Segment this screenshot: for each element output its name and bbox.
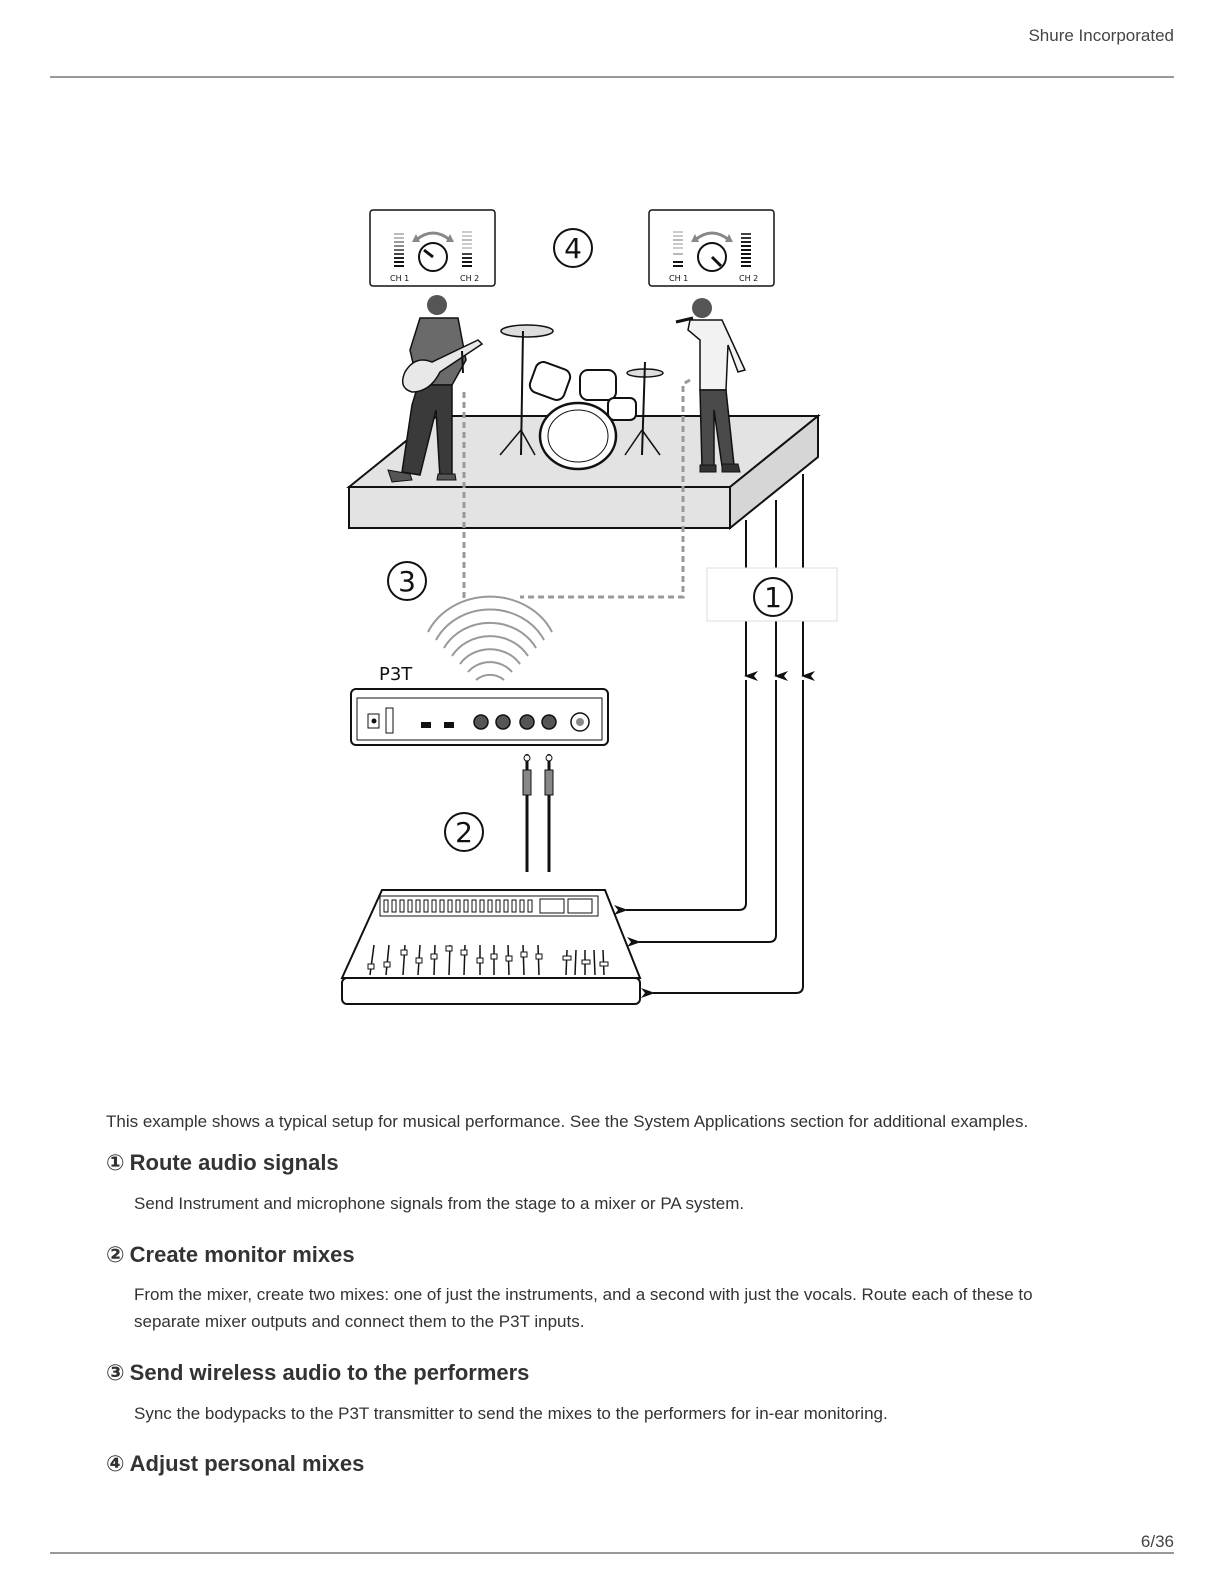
level-meter-icon (394, 233, 404, 267)
callout-2: 2 (444, 812, 484, 852)
p3t-transmitter (350, 688, 609, 746)
channel-label-ch1: CH 1 (669, 274, 688, 283)
bodypack-panel-right: CH 1 CH 2 (648, 209, 775, 287)
step-number: ③ (106, 1360, 125, 1385)
svg-text:3: 3 (398, 565, 416, 598)
bodypack-knob-icon (412, 231, 454, 272)
setup-diagram: CH 1 CH 2 (340, 209, 838, 1005)
callout-3: 3 (387, 561, 427, 601)
bodypack-panel-left: CH 1 CH 2 (369, 209, 496, 287)
wireless-link-vocalist (520, 378, 691, 599)
callout-1-panel: 1 (706, 567, 838, 622)
svg-text:2: 2 (455, 816, 473, 849)
section-body-wireless-audio: Sync the bodypacks to the P3T transmitte… (134, 1404, 888, 1423)
level-meter-icon (462, 231, 472, 267)
vocalist-figure (675, 298, 747, 473)
step-number: ① (106, 1150, 125, 1175)
bodypack-knob-icon (691, 231, 733, 272)
section-title-text: Send wireless audio to the performers (129, 1360, 530, 1385)
header-company: Shure Incorporated (1028, 26, 1174, 45)
signal-route-lines (614, 474, 815, 998)
svg-text:1: 1 (764, 581, 782, 614)
page-number: 6/36 (1140, 1532, 1174, 1551)
device-label: P3T (379, 664, 413, 685)
level-meter-icon (741, 233, 751, 267)
section-title-text: Create monitor mixes (129, 1242, 355, 1267)
drum-kit (499, 324, 664, 471)
footer-rule (50, 1552, 1174, 1554)
section-body-route-audio: Send Instrument and microphone signals f… (134, 1194, 745, 1213)
section-body-monitor-mixes: From the mixer, create two mixes: one of… (134, 1285, 1033, 1331)
section-title-text: Route audio signals (129, 1150, 339, 1175)
step-number: ② (106, 1242, 125, 1267)
svg-text:4: 4 (564, 232, 582, 265)
section-title-text: Adjust personal mixes (129, 1451, 365, 1476)
channel-label-ch1: CH 1 (390, 274, 409, 283)
level-meter-icon (673, 231, 683, 267)
step-number: ④ (106, 1451, 125, 1476)
guitarist-figure (387, 295, 484, 483)
channel-label-ch2: CH 2 (739, 274, 758, 283)
mixer-console (340, 889, 642, 1005)
callout-4: 4 (553, 228, 593, 268)
intro-text: This example shows a typical setup for m… (106, 1112, 1029, 1131)
header-rule (50, 76, 1174, 78)
wireless-signal-icon (427, 595, 553, 681)
channel-label-ch2: CH 2 (460, 274, 479, 283)
p3t-input-cables (522, 754, 554, 872)
